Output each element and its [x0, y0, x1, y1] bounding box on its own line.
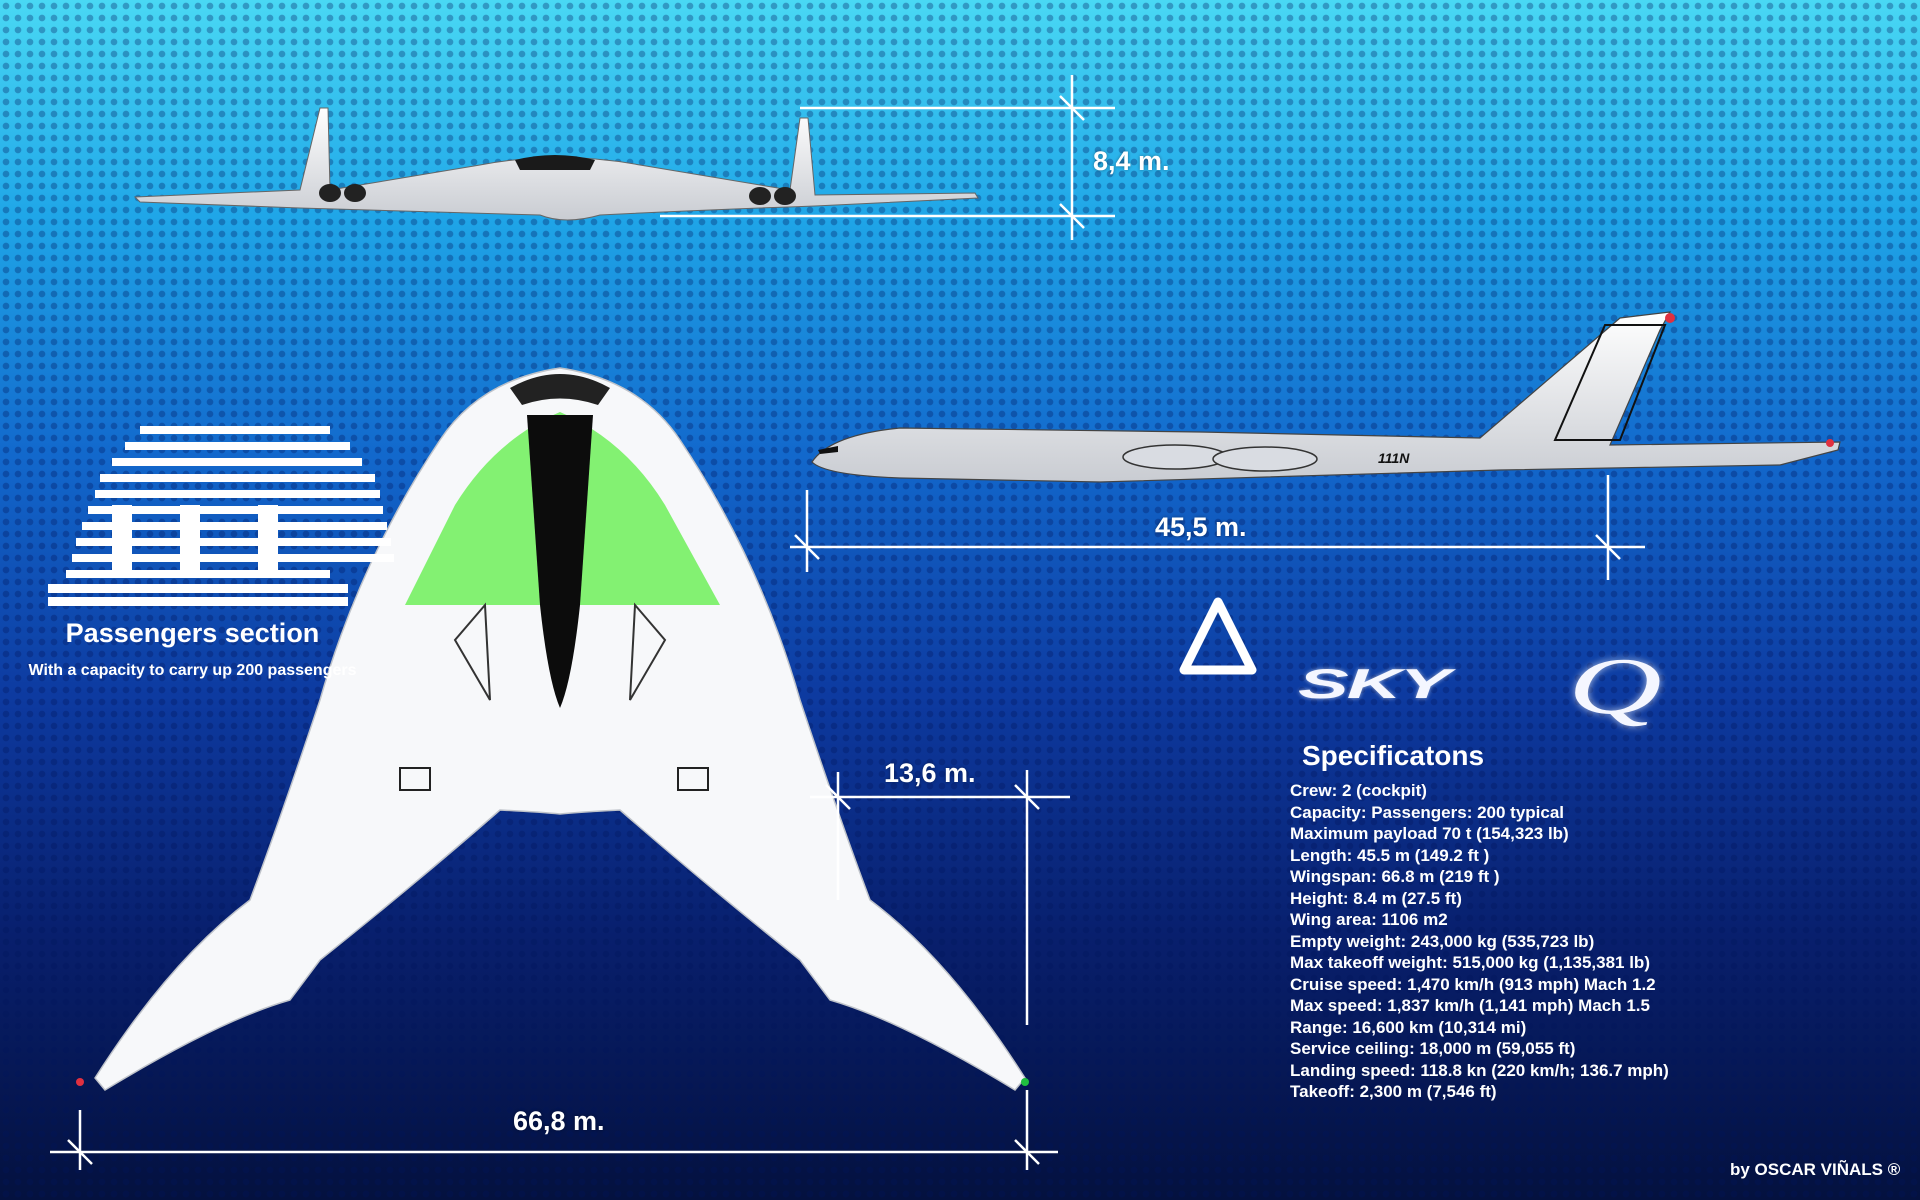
height-dimension-label: 8,4 m.	[1093, 146, 1170, 176]
seat-map	[48, 426, 394, 606]
spec-item: Length: 45.5 m (149.2 ft )	[1290, 845, 1490, 865]
wingspan-dimension-label: 66,8 m.	[513, 1106, 605, 1136]
specifications-list: Crew: 2 (cockpit) Capacity: Passengers: …	[1290, 780, 1669, 1103]
spec-item: Wingspan: 66.8 m (219 ft )	[1290, 867, 1500, 886]
delta-logo-icon	[1179, 597, 1257, 675]
author-credit: by OSCAR VIÑALS ®	[1730, 1160, 1901, 1179]
dimension-lines	[50, 75, 1645, 1170]
front-view-aircraft	[133, 107, 979, 221]
spec-item: Takeoff: 2,300 m (7,546 ft)	[1290, 1082, 1497, 1101]
side-view-aircraft	[811, 311, 1841, 483]
spec-item: Max takeoff weight: 515,000 kg (1,135,38…	[1290, 953, 1650, 972]
logo-letter: Q	[1568, 641, 1662, 732]
spec-item: Maximum payload 70 t (154,323 lb)	[1290, 824, 1569, 843]
spec-item: Range: 16,600 km (10,314 mi)	[1290, 1017, 1527, 1037]
spec-item: Capacity: Passengers: 200 typical	[1290, 802, 1565, 822]
logo-wordmark: SKY	[1298, 660, 1450, 708]
spec-item: Landing speed: 118.8 kn (220 km/h; 136.7…	[1290, 1060, 1669, 1080]
aircraft-registration: 111N	[1378, 450, 1410, 466]
top-view-aircraft	[76, 367, 1029, 1091]
spec-item: Wing area: 1106 m2	[1290, 910, 1448, 929]
tail-span-dimension-label: 13,6 m.	[884, 758, 976, 788]
spec-item: Cruise speed: 1,470 km/h (913 mph) Mach …	[1290, 974, 1656, 994]
spec-item: Height: 8.4 m (27.5 ft)	[1290, 888, 1462, 908]
spec-item: Max speed: 1,837 km/h (1,141 mph) Mach 1…	[1290, 996, 1650, 1015]
spec-item: Service ceiling: 18,000 m (59,055 ft)	[1290, 1039, 1576, 1058]
spec-item: Empty weight: 243,000 kg (535,723 lb)	[1290, 931, 1595, 951]
spec-item: Crew: 2 (cockpit)	[1290, 781, 1427, 800]
length-dimension-label: 45,5 m.	[1155, 512, 1247, 542]
passengers-section-title: Passengers section	[65, 618, 320, 648]
passengers-section-subtitle: With a capacity to carry up 200 passenge…	[28, 662, 357, 679]
specifications-title: Specificatons	[1302, 740, 1485, 771]
